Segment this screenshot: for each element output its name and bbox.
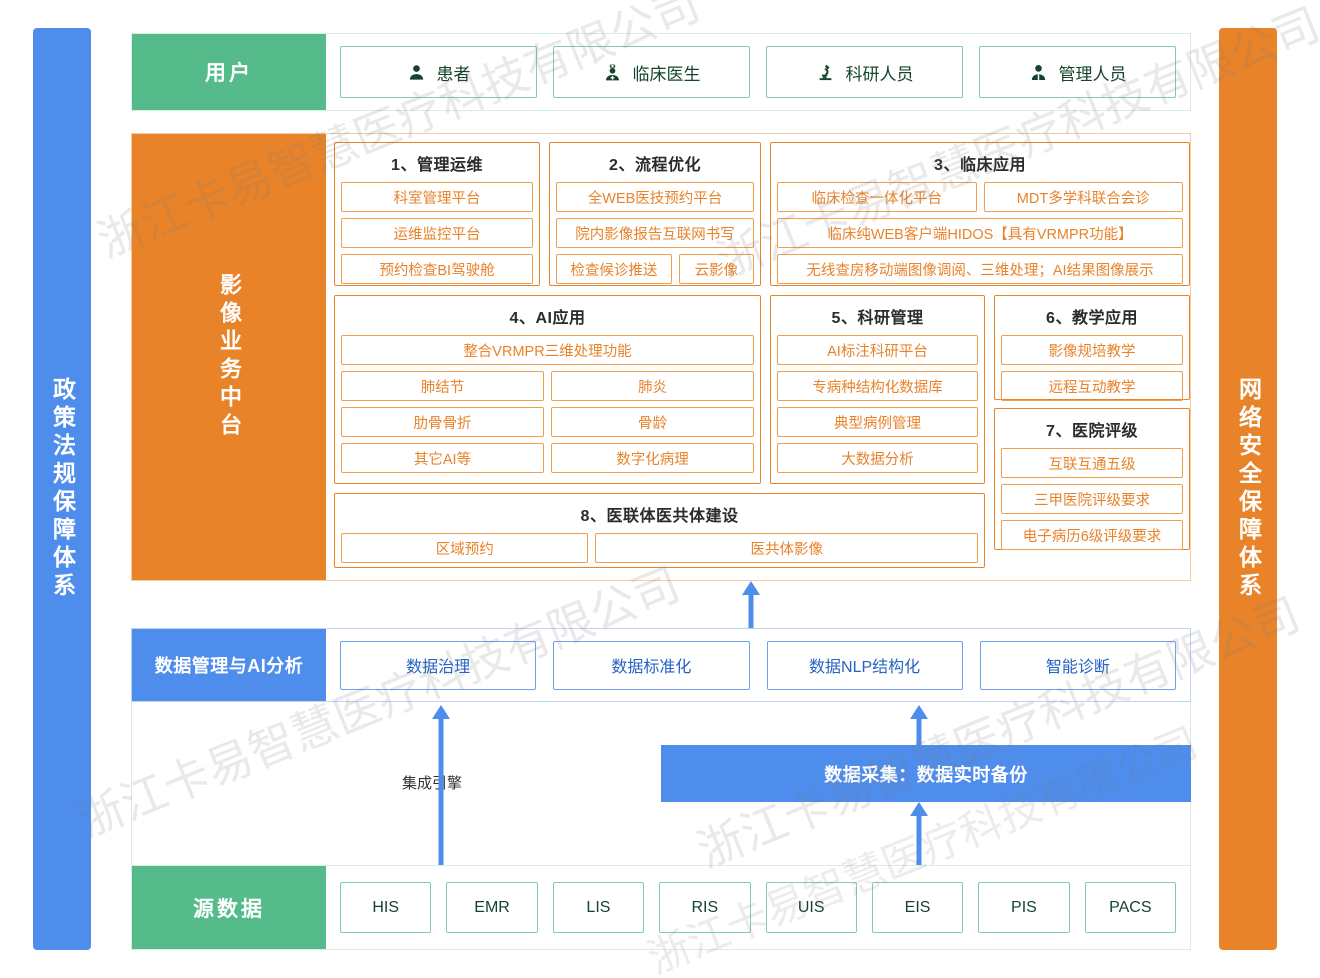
user-layer-label: 用户 — [132, 34, 326, 110]
group-medical-alliance: 8、医联体医共体建设 区域预约 医共体影像 — [334, 493, 985, 568]
dm-card-data-nlp-structuring[interactable]: 数据NLP结构化 — [766, 640, 963, 690]
data-management-layer: 数据管理与AI分析 数据治理 数据标准化 数据NLP结构化 智能诊断 — [131, 628, 1191, 702]
chip-disease-structured-database[interactable]: 专病种结构化数据库 — [777, 371, 978, 401]
imaging-business-platform-label: 影像业务中台 — [132, 134, 326, 580]
chip-interconnection-level5[interactable]: 互联互通五级 — [1001, 448, 1183, 478]
user-card-researcher[interactable]: 科研人员 — [766, 46, 963, 98]
chip-tertiary-hospital-rating[interactable]: 三甲医院评级要求 — [1001, 484, 1183, 514]
group-title: 3、临床应用 — [934, 157, 1026, 174]
data-management-cards: 数据治理 数据标准化 数据NLP结构化 智能诊断 — [326, 629, 1190, 701]
network-security-sidebar: 网络安全保障体系 — [1219, 28, 1277, 950]
group-title: 7、医院评级 — [1046, 423, 1138, 440]
chip-emr-level6-rating[interactable]: 电子病历6级评级要求 — [1001, 520, 1183, 550]
dm-card-data-governance[interactable]: 数据治理 — [340, 640, 537, 690]
group-teaching-application: 6、教学应用 影像规培教学 远程互动教学 — [994, 295, 1190, 401]
dm-card-data-standardization[interactable]: 数据标准化 — [553, 640, 750, 690]
arrow-datamgmt-to-platform — [740, 581, 762, 628]
chip-typical-case-management[interactable]: 典型病例管理 — [777, 407, 978, 437]
network-security-label: 网络安全保障体系 — [1235, 377, 1262, 601]
src-card-emr[interactable]: EMR — [446, 882, 538, 933]
src-card-uis[interactable]: UIS — [765, 882, 857, 933]
policy-regulation-label: 政策法规保障体系 — [49, 377, 76, 601]
arrow-capture-to-datamgmt — [908, 705, 930, 747]
chip-exam-waiting-push[interactable]: 检查候诊推送 — [556, 254, 672, 284]
data-capture-bar: 数据采集：数据实时备份 — [661, 745, 1191, 802]
src-card-his[interactable]: HIS — [340, 882, 432, 933]
chip-bone-age[interactable]: 骨龄 — [551, 407, 754, 437]
chip-internal-report-writing[interactable]: 院内影像报告互联网书写 — [556, 218, 754, 248]
chip-alliance-imaging[interactable]: 医共体影像 — [595, 533, 978, 563]
chip-remote-interactive-teaching[interactable]: 远程互动教学 — [1001, 371, 1183, 401]
arrow-source-to-capture — [908, 802, 930, 866]
user-card-label: 患者 — [436, 64, 471, 84]
source-data-layer-label: 源数据 — [132, 866, 326, 949]
chip-ai-annotation-research-platform[interactable]: AI标注科研平台 — [777, 335, 978, 365]
chip-appointment-bi-cockpit[interactable]: 预约检查BI驾驶舱 — [341, 254, 533, 284]
src-card-lis[interactable]: LIS — [552, 882, 645, 933]
chip-big-data-analysis[interactable]: 大数据分析 — [777, 443, 978, 473]
group-title: 1、管理运维 — [391, 157, 483, 174]
group-research-management: 5、科研管理 AI标注科研平台 专病种结构化数据库 典型病例管理 大数据分析 — [770, 295, 985, 484]
user-cards: 患者 临床医生 科研人员 管理人员 — [326, 34, 1190, 110]
source-data-layer: 源数据 HIS EMR LIS RIS UIS EIS PIS PACS — [131, 865, 1191, 950]
user-card-label: 临床医生 — [632, 64, 701, 84]
group-clinical-application: 3、临床应用 临床检查一体化平台 MDT多学科联合会诊 临床纯WEB客户端HID… — [770, 142, 1190, 286]
chip-mdt-consultation[interactable]: MDT多学科联合会诊 — [983, 182, 1183, 212]
imaging-business-platform: 影像业务中台 1、管理运维 科室管理平台 运维监控平台 预约检查BI驾驶舱 2、… — [131, 133, 1191, 581]
chip-ops-monitoring-platform[interactable]: 运维监控平台 — [341, 218, 533, 248]
user-layer: 用户 患者 临床医生 科研人员 — [131, 33, 1191, 111]
src-card-eis[interactable]: EIS — [871, 882, 964, 933]
src-card-ris[interactable]: RIS — [659, 882, 751, 933]
user-card-label: 管理人员 — [1058, 64, 1127, 84]
manager-icon — [1029, 63, 1048, 82]
integration-engine-label: 集成引擎 — [398, 772, 467, 793]
policy-regulation-sidebar: 政策法规保障体系 — [33, 28, 91, 950]
arrow-source-to-datamgmt — [430, 705, 452, 865]
chip-other-ai[interactable]: 其它AI等 — [341, 443, 544, 473]
chip-vrmpr-3d-processing[interactable]: 整合VRMPR三维处理功能 — [341, 335, 754, 365]
group-title: 6、教学应用 — [1046, 310, 1138, 327]
chip-cloud-imaging[interactable]: 云影像 — [678, 254, 754, 284]
user-card-patient[interactable]: 患者 — [340, 46, 537, 98]
chip-digital-pathology[interactable]: 数字化病理 — [551, 443, 754, 473]
src-card-pis[interactable]: PIS — [978, 882, 1070, 933]
chip-rib-fracture[interactable]: 肋骨骨折 — [341, 407, 544, 437]
data-management-layer-label: 数据管理与AI分析 — [132, 629, 326, 701]
chip-clinical-exam-integrated-platform[interactable]: 临床检查一体化平台 — [777, 182, 977, 212]
group-title: 5、科研管理 — [831, 310, 924, 327]
platform-groups: 1、管理运维 科室管理平台 运维监控平台 预约检查BI驾驶舱 2、流程优化 全W… — [326, 134, 1190, 580]
chip-wireless-ward-round-imaging[interactable]: 无线查房移动端图像调阅、三维处理；AI结果图像展示 — [777, 254, 1183, 284]
chip-hidos-web-client[interactable]: 临床纯WEB客户端HIDOS【具有VRMPR功能】 — [777, 218, 1183, 248]
group-ai-application: 4、AI应用 整合VRMPR三维处理功能 肺结节 肺炎 肋骨骨折 骨龄 其它AI… — [334, 295, 761, 484]
user-card-label: 科研人员 — [845, 64, 914, 84]
person-icon — [407, 63, 426, 82]
group-hospital-rating: 7、医院评级 互联互通五级 三甲医院评级要求 电子病历6级评级要求 — [994, 408, 1190, 550]
group-title: 8、医联体医共体建设 — [580, 508, 739, 525]
group-process-optimization: 2、流程优化 全WEB医技预约平台 院内影像报告互联网书写 检查候诊推送 云影像 — [549, 142, 761, 286]
group-title: 4、AI应用 — [509, 310, 586, 327]
source-data-cards: HIS EMR LIS RIS UIS EIS PIS PACS — [326, 866, 1190, 949]
doctor-icon — [603, 63, 622, 82]
dm-card-intelligent-diagnosis[interactable]: 智能诊断 — [979, 640, 1176, 690]
chip-pneumonia[interactable]: 肺炎 — [551, 371, 754, 401]
user-card-administrator[interactable]: 管理人员 — [979, 46, 1176, 98]
group-management-ops: 1、管理运维 科室管理平台 运维监控平台 预约检查BI驾驶舱 — [334, 142, 540, 286]
chip-department-management-platform[interactable]: 科室管理平台 — [341, 182, 533, 212]
chip-lung-nodule[interactable]: 肺结节 — [341, 371, 544, 401]
chip-regional-appointment[interactable]: 区域预约 — [341, 533, 589, 563]
src-card-pacs[interactable]: PACS — [1084, 882, 1176, 933]
user-card-clinician[interactable]: 临床医生 — [553, 46, 750, 98]
group-title: 2、流程优化 — [609, 157, 701, 174]
microscope-icon — [816, 63, 835, 82]
chip-web-medical-appointment[interactable]: 全WEB医技预约平台 — [556, 182, 754, 212]
chip-imaging-residency-teaching[interactable]: 影像规培教学 — [1001, 335, 1183, 365]
